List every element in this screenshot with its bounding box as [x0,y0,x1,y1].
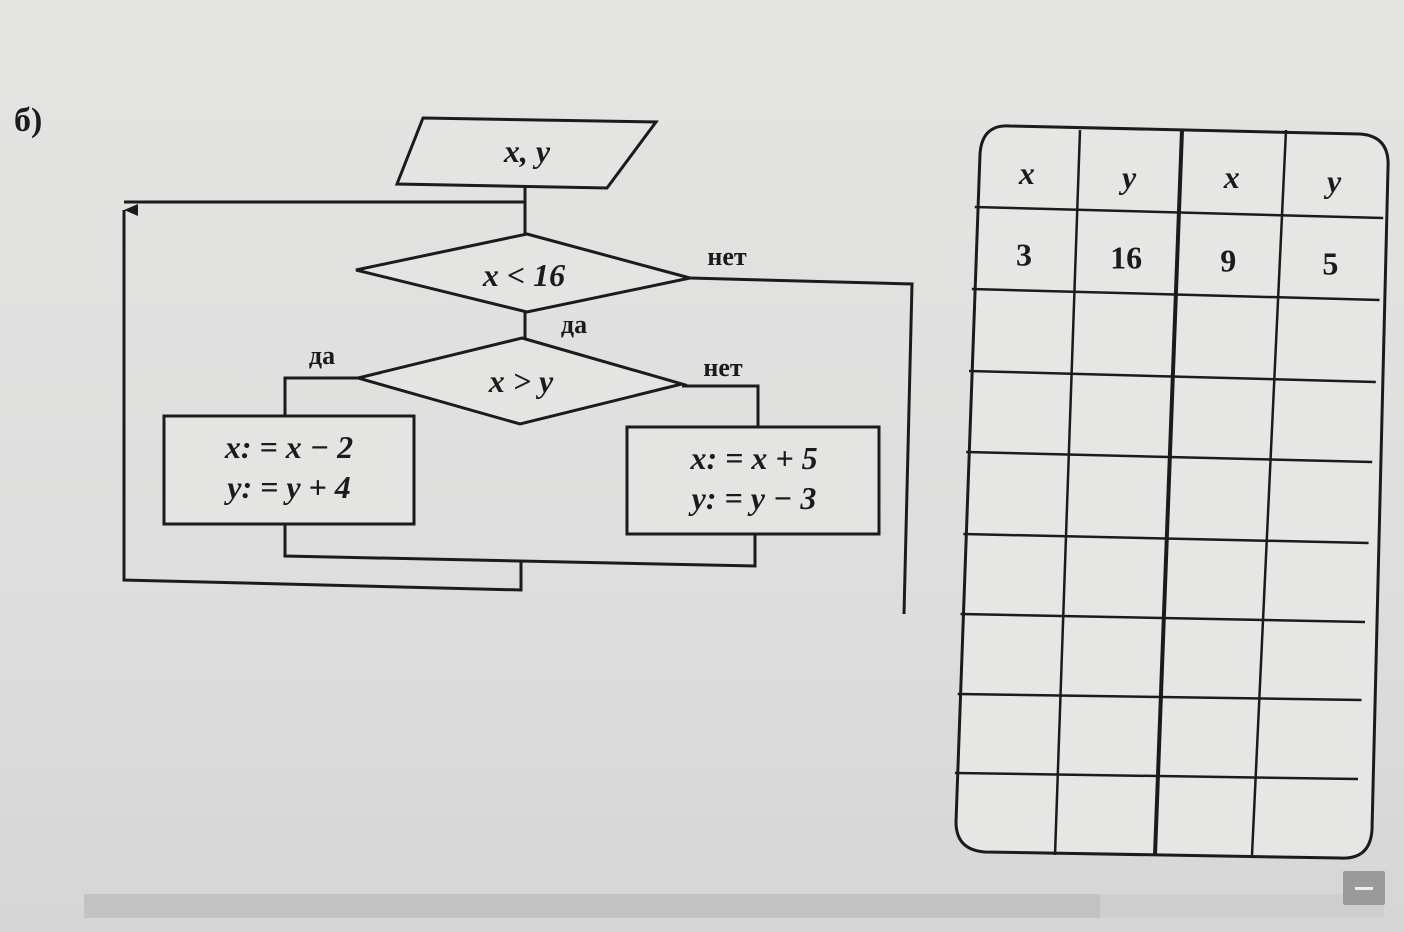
condition1-label: x < 16 [482,257,565,293]
table-cells: x y x y 3 16 9 5 [1016,155,1342,282]
table-column-line [1250,129,1288,856]
problem-label: б) [14,102,42,139]
table-header-cell: x [1223,159,1240,195]
left-block-line2: y: = y + 4 [223,469,351,505]
process-block-left [162,414,416,526]
no-connector-1 [689,276,914,615]
decision-x-less-16 [355,232,691,314]
condition2-label: x > y [488,363,554,399]
trace-table: x y x y 3 16 9 5 [954,124,1390,860]
no-label-1: нет [707,242,747,271]
table-cell: 9 [1220,243,1236,279]
input-label: x, y [503,133,551,169]
yes-label-1: да [561,310,587,339]
table-cell: 3 [1016,237,1032,273]
table-cell: 16 [1110,240,1142,276]
yes-label-2: да [309,341,335,370]
table-header-cell: y [1323,163,1342,199]
loop-back-line [122,212,523,592]
scrollbar-thumb[interactable] [84,894,1100,918]
no-connector-2 [682,384,760,427]
zoom-out-button[interactable] [1343,871,1385,905]
table-cell: 5 [1322,246,1338,282]
table-column-line [1053,129,1082,856]
left-block-line1: x: = x − 2 [224,429,353,465]
table-header-cell: x [1018,155,1035,191]
merge-line [283,523,757,568]
table-grid [954,129,1384,856]
decision-x-greater-y [352,336,688,426]
right-block-line2: y: = y − 3 [688,480,817,516]
table-header-cell: y [1118,159,1137,195]
process-block-right [625,425,881,536]
table-frame [954,124,1390,860]
no-label-2: нет [703,353,743,382]
table-column-line [1153,129,1184,856]
yes-connector-2 [283,376,358,416]
right-block-line1: x: = x + 5 [689,440,817,476]
flowchart-lines [122,184,914,615]
input-block [394,116,659,190]
